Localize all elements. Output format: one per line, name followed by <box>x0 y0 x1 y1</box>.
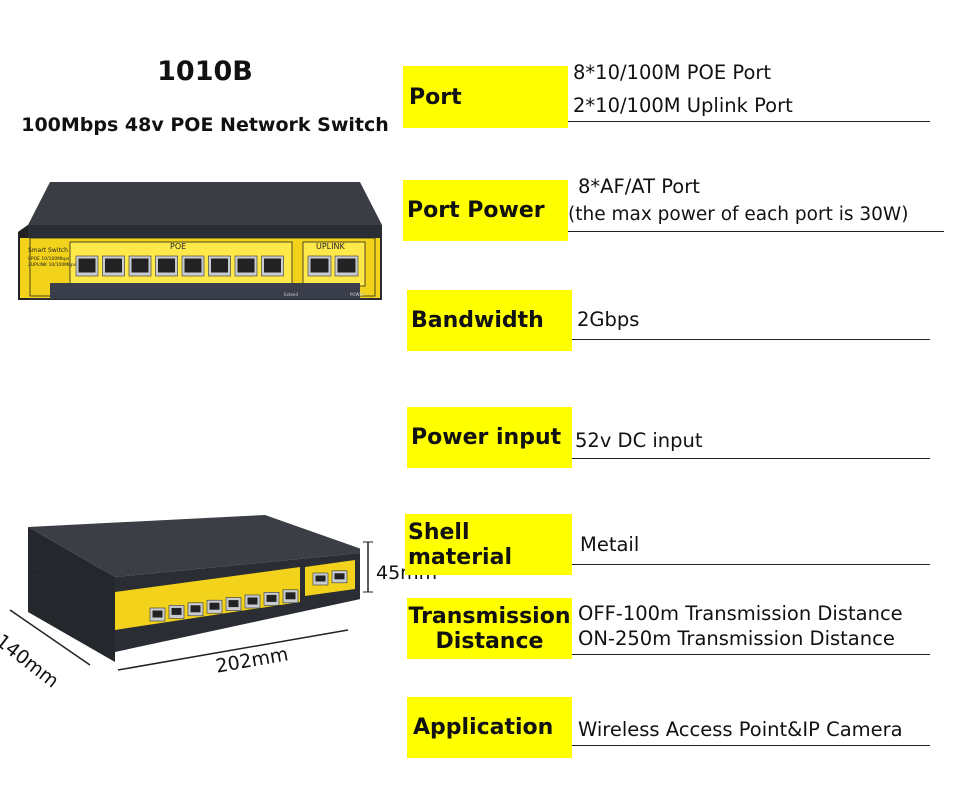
spec-label-text: Port Power <box>407 198 545 223</box>
spec-label-port-power: Port Power <box>403 180 568 241</box>
front-spec-text-2: 2UPLINK 10/100Mbps <box>28 262 77 268</box>
spec-divider <box>572 458 930 459</box>
spec-value-line: Metail <box>580 533 640 556</box>
poe-port-socket <box>78 258 96 273</box>
poe-port-socket <box>131 258 149 273</box>
poe-port-socket <box>158 258 175 273</box>
spec-label-text: Port <box>409 84 462 110</box>
uplink-port-socket <box>315 575 326 582</box>
spec-value-line: OFF-100m Transmission Distance <box>578 602 903 625</box>
spec-label-bandwidth: Bandwidth <box>407 290 572 351</box>
spec-label-application: Application <box>407 697 572 758</box>
spec-divider <box>572 564 930 565</box>
poe-panel-label: POE <box>170 242 186 251</box>
spec-divider <box>568 121 930 122</box>
model-title: 1010B <box>157 56 253 87</box>
power-led-label: POWER <box>350 292 365 297</box>
poe-port-socket <box>264 258 281 273</box>
poe-port-socket <box>209 602 220 610</box>
poe-port-socket <box>184 258 202 273</box>
poe-port-socket <box>152 610 163 618</box>
spec-label-text: Shell material <box>408 519 512 570</box>
spec-value-line: ON-250m Transmission Distance <box>578 627 895 650</box>
uplink-port-socket <box>334 573 345 580</box>
spec-divider <box>572 654 930 655</box>
dimension-lines <box>9 541 373 671</box>
spec-label-shell-material: Shell material <box>405 514 572 575</box>
spec-value-line: 8*AF/AT Port <box>578 175 700 198</box>
extend-switch-label: Extend <box>284 292 298 297</box>
spec-label-text: Application <box>413 715 554 740</box>
spec-divider <box>568 231 944 232</box>
poe-port-socket <box>105 258 122 273</box>
spec-label-transmission-distance: Transmission Distance <box>407 598 572 659</box>
poe-port-socket <box>211 258 228 273</box>
front-brand-text: Smart Switch <box>28 247 68 254</box>
spec-label-text: Distance <box>435 628 544 654</box>
poe-port-socket <box>266 594 277 602</box>
spec-label-port: Port <box>403 66 568 128</box>
switch-front-image: Smart Switch 8POE 10/100Mbps 2UPLINK 10/… <box>18 182 382 300</box>
poe-port-socket <box>190 605 201 613</box>
spec-label-text: Transmission <box>408 603 571 629</box>
front-spec-text-1: 8POE 10/100Mbps <box>28 256 70 262</box>
spec-label-power-input: Power input <box>407 407 572 468</box>
spec-value-line: (the max power of each port is 30W) <box>568 204 909 225</box>
spec-divider <box>572 339 930 340</box>
poe-port-socket <box>228 600 239 608</box>
spec-divider <box>572 745 930 746</box>
product-subtitle: 100Mbps 48v POE Network Switch <box>21 114 389 136</box>
uplink-port-socket <box>337 258 356 273</box>
poe-port-socket <box>247 597 258 605</box>
uplink-panel-label: UPLINK <box>316 242 345 251</box>
spec-value-line: 2*10/100M Uplink Port <box>573 94 793 117</box>
spec-value-line: Wireless Access Point&IP Camera <box>578 718 903 741</box>
spec-label-text: Power input <box>411 425 562 450</box>
poe-port-socket <box>237 258 255 273</box>
spec-value-line: 8*10/100M POE Port <box>573 61 772 84</box>
spec-value-line: 2Gbps <box>577 308 640 331</box>
spec-label-text: Bandwidth <box>411 308 544 333</box>
spec-value-line: 52v DC input <box>575 429 703 452</box>
uplink-port-socket <box>310 258 329 273</box>
switch-angled-image <box>28 515 360 662</box>
poe-port-socket <box>171 607 182 615</box>
poe-port-socket <box>285 592 296 600</box>
